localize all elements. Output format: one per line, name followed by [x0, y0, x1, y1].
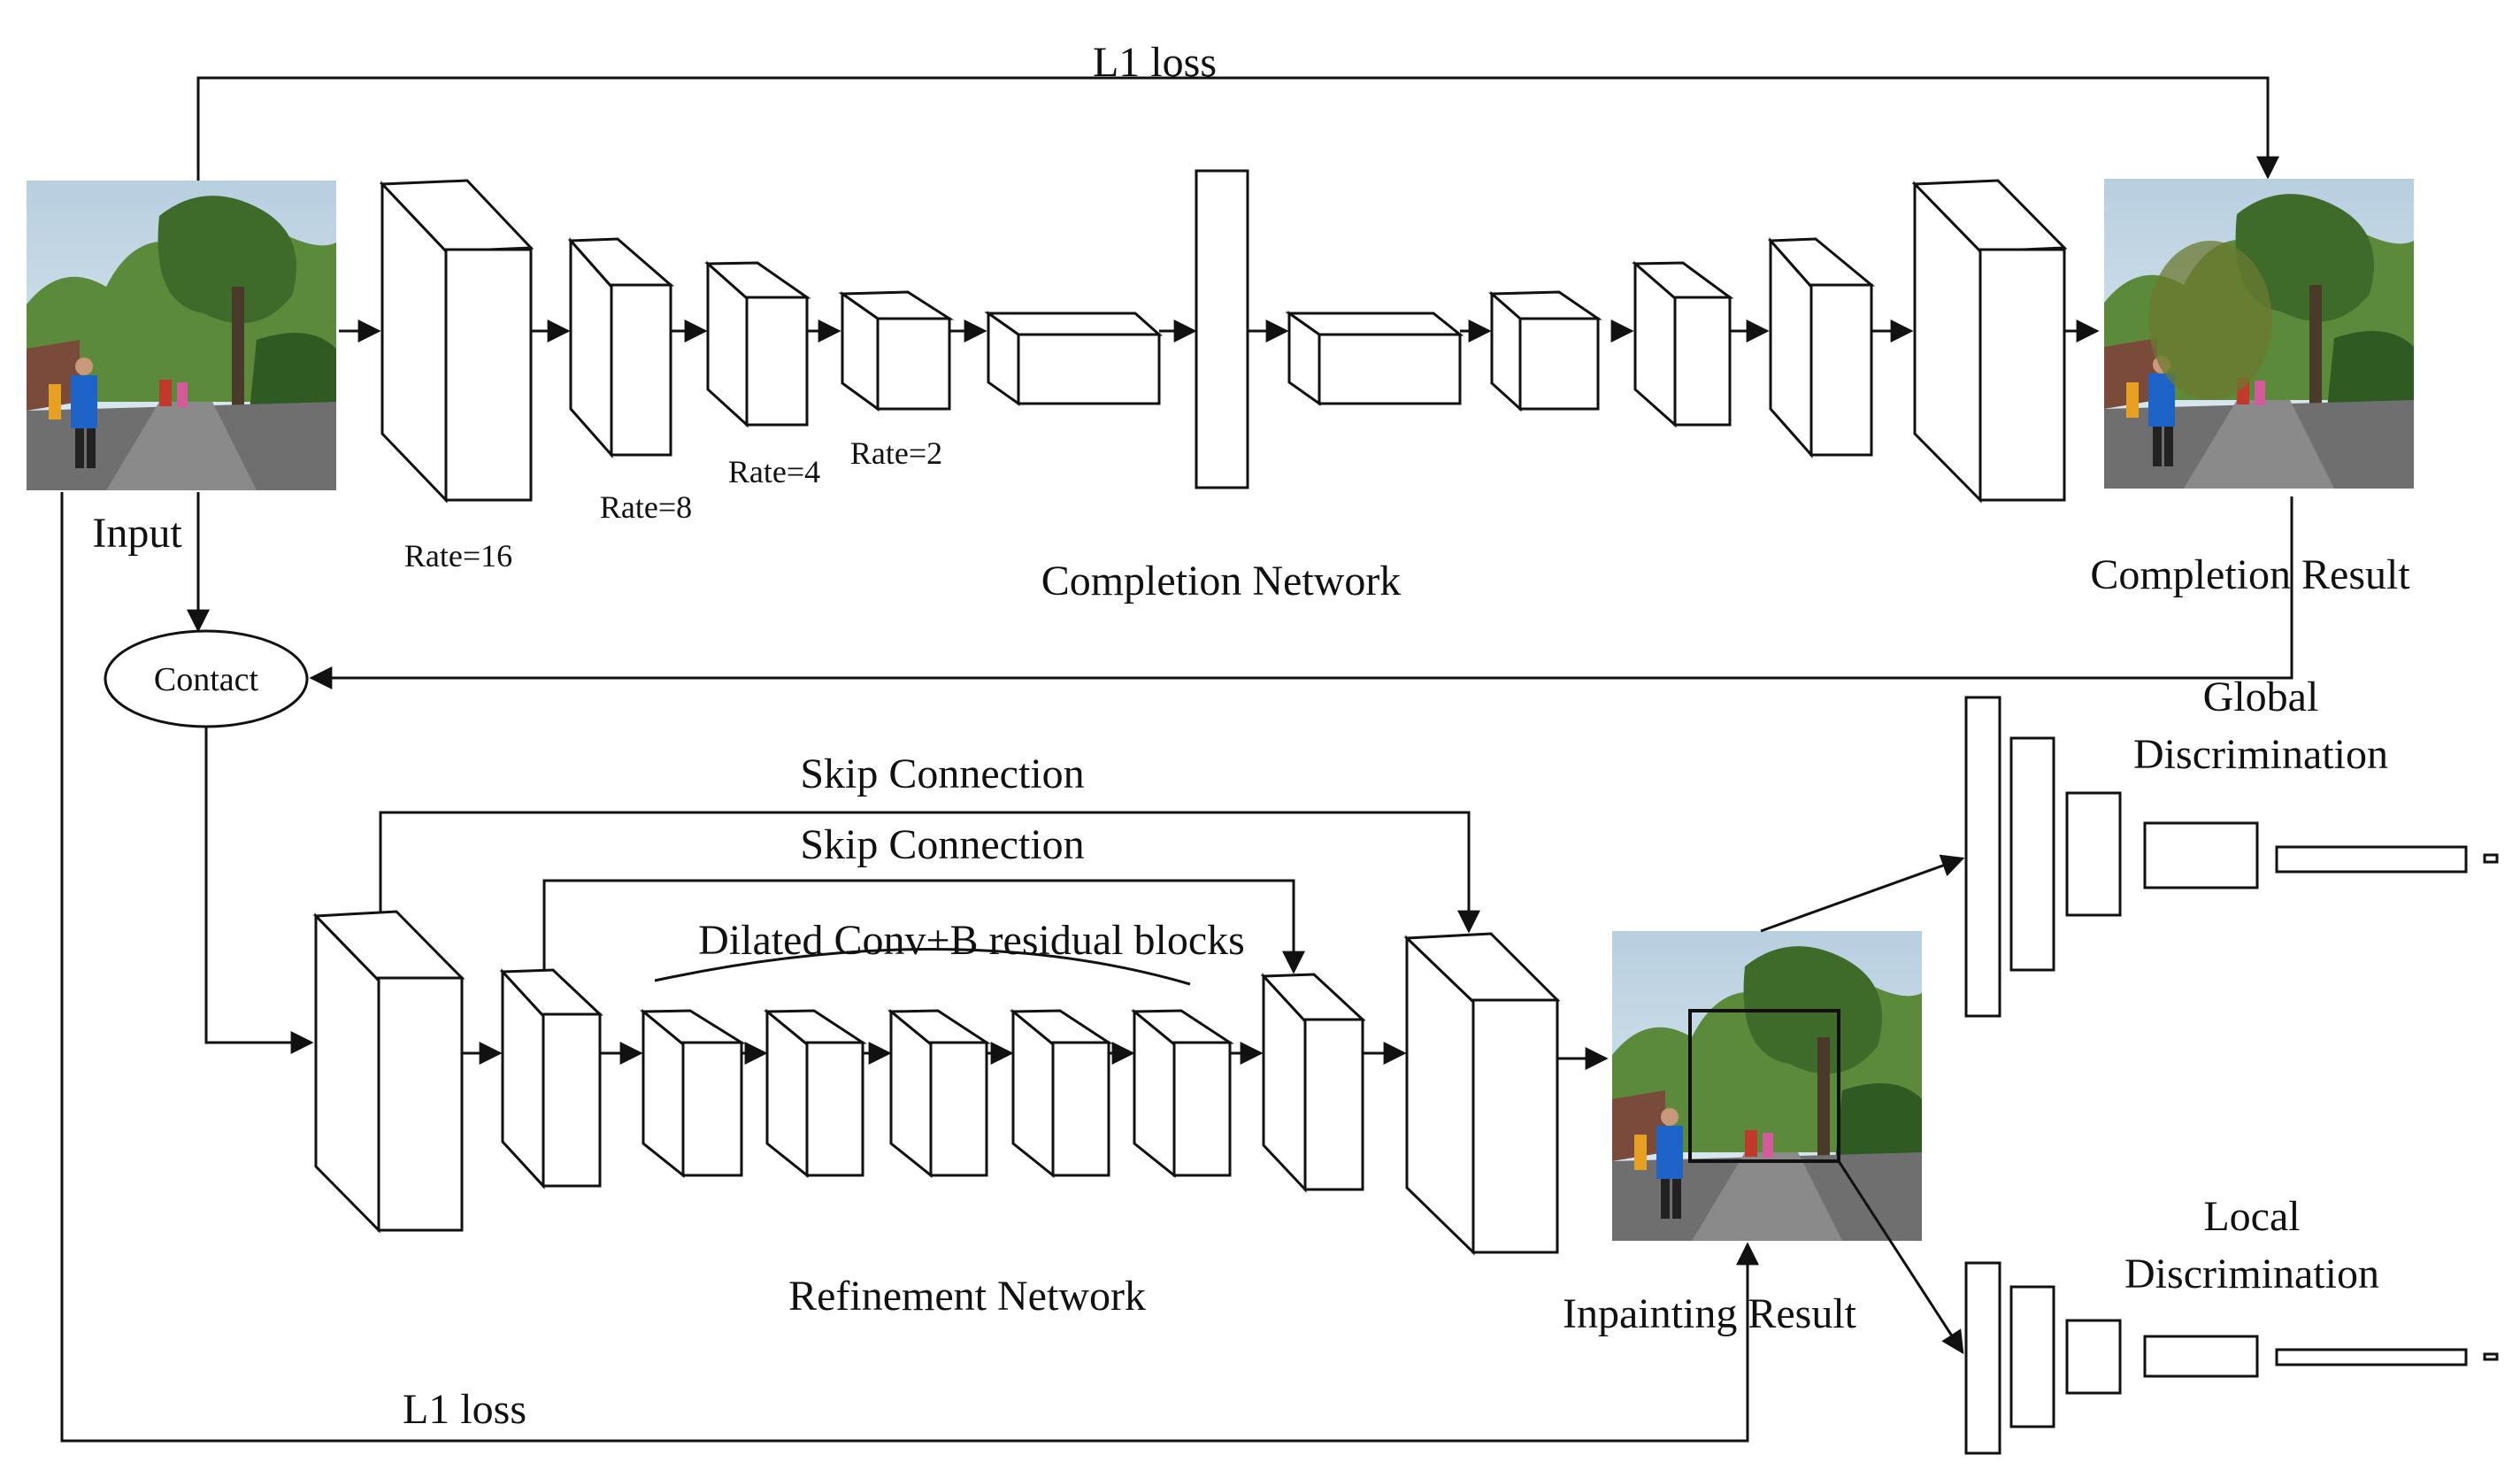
decoder-block-flat — [1285, 311, 1464, 406]
local-discriminator: Local Discrimination — [1837, 1160, 2499, 1455]
decoder-block-5 — [1911, 179, 2068, 504]
refinement-block-2 — [499, 968, 603, 1189]
input-image — [27, 181, 336, 490]
completion-network: L1 loss Input — [27, 39, 2414, 604]
rate8-label: Rate=8 — [600, 489, 692, 525]
local-disc-label-line2: Discrimination — [2124, 1251, 2379, 1297]
inpainting-result-image — [1612, 931, 1922, 1241]
residual-block-3 — [887, 1008, 991, 1179]
completion-result-label: Completion Result — [2090, 551, 2410, 598]
contact-to-refinement-line — [204, 727, 314, 1054]
residual-block-4 — [1009, 1008, 1113, 1179]
rate16-label: Rate=16 — [404, 538, 512, 573]
completion-result-image — [2104, 179, 2414, 489]
encoder-block-flat — [984, 311, 1163, 406]
refinement-block-4 — [1403, 932, 1561, 1256]
l1-loss-bottom-label: L1 loss — [403, 1386, 526, 1433]
residual-block-2 — [763, 1008, 867, 1179]
rate2-label: Rate=2 — [850, 435, 942, 471]
local-patch-box — [1688, 1009, 1840, 1163]
encoder-block-rate8 — [567, 237, 674, 458]
decoder-block-2 — [1488, 290, 1602, 412]
l1-loss-bottom-line — [60, 492, 1759, 1443]
global-disc-label-line2: Discrimination — [2133, 731, 2388, 778]
dilated-blocks-bracket — [654, 947, 1191, 986]
residual-block-5 — [1130, 1008, 1234, 1179]
decoder-block-4 — [1767, 237, 1876, 458]
refinement-block-1 — [312, 910, 465, 1234]
refinement-network: Skip Connection Skip Connection Dilated … — [60, 492, 1922, 1443]
refinement-network-label: Refinement Network — [788, 1273, 1146, 1320]
l1-loss-top-label: L1 loss — [1093, 39, 1217, 86]
global-disc-label-line1: Global — [2203, 674, 2319, 720]
skip-connection-outer — [379, 811, 1480, 934]
completion-network-label: Completion Network — [1041, 558, 1402, 604]
contact-node: Contact — [104, 492, 2293, 1054]
inpainting-result-label: Inpainting Result — [1563, 1290, 1857, 1337]
rate4-label: Rate=4 — [728, 454, 820, 489]
refinement-block-3 — [1260, 973, 1366, 1193]
skip-connection-inner — [542, 879, 1305, 974]
global-discriminator: Global Discrimination — [1760, 674, 2499, 1018]
input-label: Input — [92, 510, 182, 557]
encoder-block-rate2 — [838, 290, 955, 412]
skip-connection-2-label: Skip Connection — [800, 821, 1084, 868]
refinement-arrows — [462, 1042, 1609, 1070]
decoder-block-3 — [1632, 260, 1734, 428]
residual-block-1 — [639, 1008, 747, 1179]
dilated-blocks-label: Dilated Conv+B residual blocks — [698, 917, 1245, 964]
encoder-block-rate16 — [379, 179, 534, 504]
bottleneck-block — [1195, 169, 1249, 489]
contact-label: Contact — [154, 661, 259, 698]
encoder-block-rate4 — [704, 260, 811, 428]
l1-loss-top-line — [196, 76, 2279, 181]
completion-to-contact-line — [309, 497, 2293, 689]
skip-connection-1-label: Skip Connection — [800, 751, 1084, 797]
local-disc-label-line1: Local — [2203, 1193, 2300, 1240]
